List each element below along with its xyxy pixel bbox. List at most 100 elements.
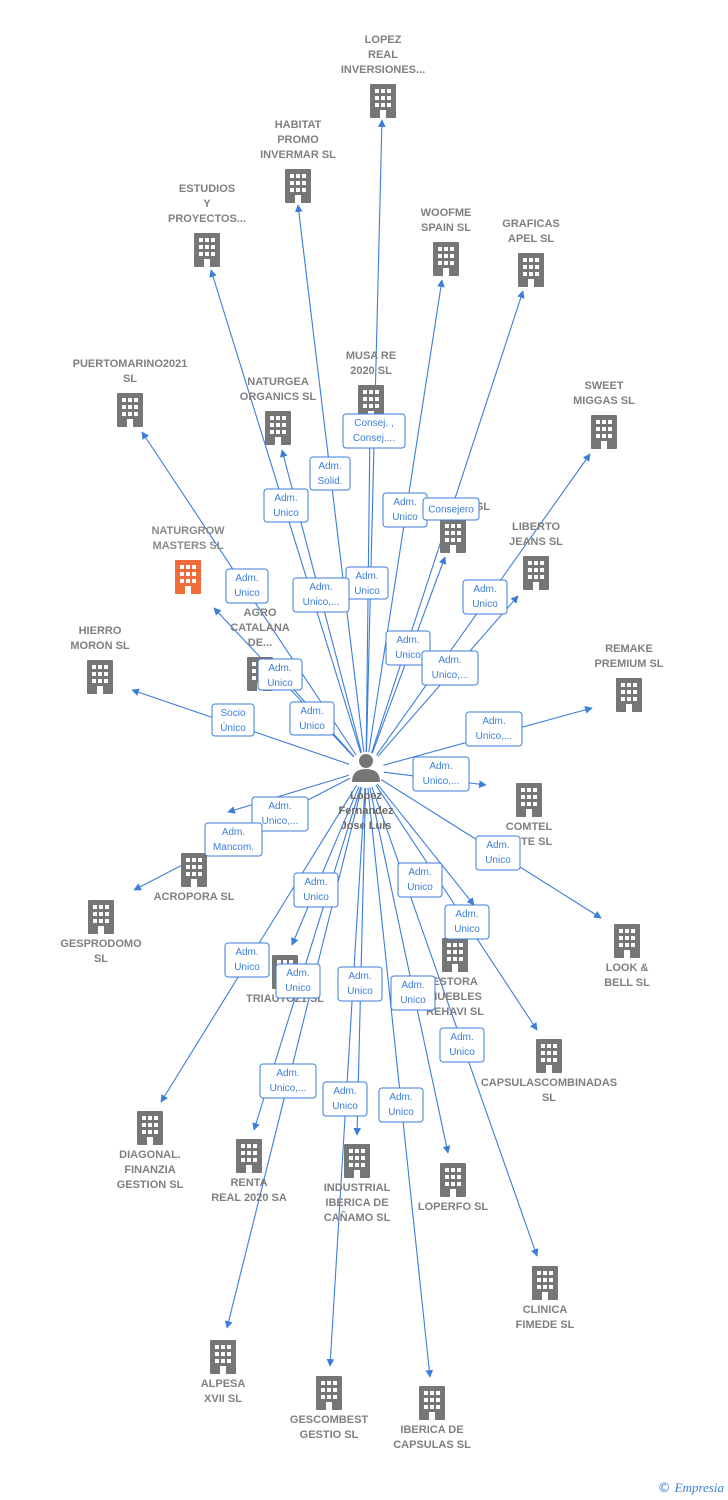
role-label-line: Adm.: [396, 635, 419, 646]
role-badge-liberto[interactable]: Adm.Unico,...: [421, 650, 479, 686]
company-label-line: APEL SL: [508, 233, 555, 245]
role-badge-clinica[interactable]: Adm.Unico: [439, 1027, 485, 1063]
role-badge-musa[interactable]: Consej. ,Consej....: [342, 413, 406, 449]
role-badge-gescombest[interactable]: Adm.Unico: [322, 1081, 368, 1117]
role-badge-comtel[interactable]: Adm.Unico,...: [412, 756, 470, 792]
role-badge-woofme[interactable]: Adm.Unico: [382, 492, 428, 528]
company-label-line: CAÑAMO SL: [324, 1211, 391, 1224]
company-label-line: SL: [542, 1092, 556, 1104]
edge-gesprodomo: [227, 774, 349, 814]
role-badge-box: [397, 862, 443, 898]
role-badge-box: [422, 497, 480, 521]
role-badge-box: [259, 1063, 317, 1099]
company-node-consejero-company[interactable]: SL: [440, 501, 490, 553]
role-badge-look[interactable]: Adm.Unico: [475, 835, 521, 871]
role-badge-gestora[interactable]: Adm.Unico: [397, 862, 443, 898]
role-badge-box: [251, 796, 309, 832]
building-icon: [194, 233, 220, 267]
role-badge-loperfo[interactable]: Adm.Unico: [390, 975, 436, 1011]
role-badge-box: [322, 1081, 368, 1117]
role-label-line: Unico: [395, 650, 421, 661]
role-label-line: Unico: [454, 924, 480, 935]
company-node-estudios-y-proyectos[interactable]: ESTUDIOSYPROYECTOS...: [168, 183, 246, 267]
company-label-line: ESTORA: [432, 976, 478, 988]
role-badge-acropora[interactable]: Adm.Unico,...: [251, 796, 309, 832]
building-icon: [591, 415, 617, 449]
role-label-line: Unico: [354, 586, 380, 597]
person-name-line: Fernandez: [338, 805, 394, 817]
role-badge-agro[interactable]: Adm.Unico: [289, 701, 335, 736]
company-node-loperfo[interactable]: LOPERFO SL: [418, 1163, 489, 1213]
role-badge-box: [292, 577, 350, 613]
role-badge-box: [421, 650, 479, 686]
role-badge-consejero[interactable]: Consejero: [422, 497, 480, 521]
role-badge-gesprodomo[interactable]: Adm.Mancom.: [204, 822, 263, 857]
company-node-look-and-bell[interactable]: LOOK &BELL SL: [604, 924, 650, 989]
company-node-agro-catalana[interactable]: AGROCATALANADE...: [230, 607, 290, 691]
company-node-lopez-real-inversiones[interactable]: LOPEZREALINVERSIONES...: [341, 34, 425, 118]
company-node-acropora[interactable]: ACROPORA SL: [154, 853, 235, 903]
edge-alpesa: [224, 787, 363, 1329]
company-label-line: CAPSULAS SL: [393, 1439, 471, 1451]
role-badge-diagonal[interactable]: Adm.Unico: [224, 942, 270, 978]
role-badge-alpesa[interactable]: Adm.Unico,...: [259, 1063, 317, 1099]
building-icon: [88, 900, 114, 934]
role-label-line: Unico: [388, 1107, 414, 1118]
role-badge-capsulas[interactable]: Adm.Unico: [444, 904, 490, 940]
role-label-line: Adm.: [482, 716, 505, 727]
company-label-line: PROYECTOS...: [168, 213, 246, 225]
brand-logo: ©Empresia: [658, 1480, 724, 1496]
company-label-line: ESTUDIOS: [179, 183, 235, 195]
role-badge-box: [257, 658, 303, 691]
role-label-line: Adm.: [309, 582, 332, 593]
company-label-line: SL: [123, 373, 137, 385]
role-badge-sweet[interactable]: Adm.Unico: [462, 579, 508, 615]
role-badge-naturgrow[interactable]: Adm.Unico: [257, 658, 303, 691]
role-badge-naturgea[interactable]: Adm.Solid.: [309, 456, 351, 491]
role-badge-industrial[interactable]: Adm.Unico: [337, 966, 383, 1002]
role-label-line: Consej....: [353, 433, 395, 444]
role-badge-estudios[interactable]: Adm.Unico: [263, 488, 309, 523]
role-label-line: Adm.: [274, 493, 297, 504]
role-badge-box: [462, 579, 508, 615]
company-label-line: COMTEL: [506, 821, 553, 833]
role-badge-renta[interactable]: Adm.Unico: [275, 963, 321, 999]
role-badge-lopezreal[interactable]: Adm.Unico: [345, 566, 389, 600]
role-badge-habitat[interactable]: Adm.Unico,...: [292, 577, 350, 613]
role-badge-graficas[interactable]: Adm. Unico: [385, 630, 431, 666]
role-badge-iberica[interactable]: Adm.Unico: [378, 1087, 424, 1123]
brand-name: Empresia: [674, 1480, 724, 1495]
building-icon: [433, 242, 459, 276]
role-badge-triauto[interactable]: Adm.Unico: [293, 872, 339, 908]
role-label-line: Socio: [220, 708, 245, 719]
company-label-line: PUERTOMARINO2021: [73, 358, 188, 370]
company-label-line: SL: [476, 501, 490, 513]
role-badge-box: [309, 456, 351, 491]
role-badge-remake[interactable]: Adm.Unico,...: [465, 711, 523, 747]
role-badge-puertomarino[interactable]: Adm.Unico: [225, 568, 269, 604]
company-label-line: ORGANICS SL: [240, 391, 317, 403]
